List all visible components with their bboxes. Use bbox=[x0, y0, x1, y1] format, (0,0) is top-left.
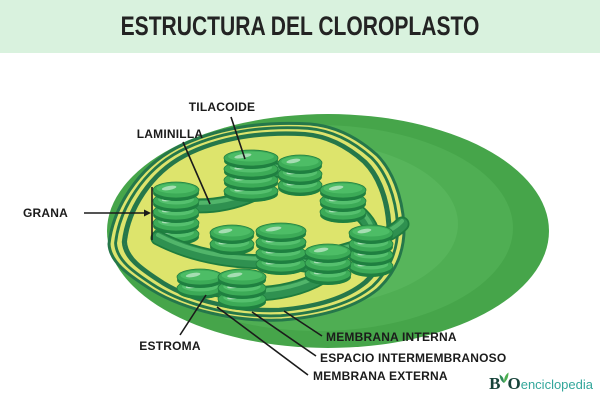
grana-stacks bbox=[152, 149, 367, 245]
diagram-labels: TILACOIDE LAMINILLA GRANA ESTROMA MEMBRA… bbox=[23, 100, 506, 383]
pointer-laminilla bbox=[182, 141, 211, 205]
label-membrana-interna: MEMBRANA INTERNA bbox=[326, 330, 457, 344]
pointer-espacio bbox=[251, 311, 317, 357]
pointer-lines bbox=[84, 116, 323, 376]
granum-stack bbox=[152, 181, 200, 245]
granum-stack bbox=[255, 222, 307, 275]
logo-letter-b: B bbox=[489, 374, 501, 393]
granum-stack bbox=[209, 224, 255, 255]
pointer-tilacoide bbox=[230, 116, 246, 160]
label-grana: GRANA bbox=[23, 206, 68, 220]
label-membrana-externa: MEMBRANA EXTERNA bbox=[313, 369, 448, 383]
logo-text: enciclopedia bbox=[520, 377, 593, 392]
granum-stack bbox=[304, 243, 352, 285]
granum-stack bbox=[319, 181, 367, 223]
label-tilacoide: TILACOIDE bbox=[189, 100, 255, 114]
granum-stack bbox=[348, 224, 394, 277]
granum-stack bbox=[223, 149, 279, 202]
logo-letter-o: O bbox=[507, 374, 521, 393]
page-title: ESTRUCTURA DEL CLOROPLASTO bbox=[120, 11, 480, 41]
title-banner: ESTRUCTURA DEL CLOROPLASTO bbox=[0, 0, 600, 53]
granum-stack bbox=[217, 268, 267, 310]
label-laminilla: LAMINILLA bbox=[137, 127, 204, 141]
bioenciclopedia-logo: B O enciclopedia bbox=[489, 372, 593, 393]
pointer-membrana-interna bbox=[283, 310, 323, 337]
grana-stacks bbox=[176, 222, 394, 310]
label-estroma: ESTROMA bbox=[139, 339, 201, 353]
granum-stack bbox=[176, 268, 224, 299]
granum-stack bbox=[277, 154, 323, 196]
label-espacio-intermembranoso: ESPACIO INTERMEMBRANOSO bbox=[320, 351, 506, 365]
pointer-membrana-externa bbox=[216, 306, 309, 376]
leaf-icon bbox=[499, 372, 509, 388]
pointer-estroma bbox=[179, 294, 207, 336]
grana-arrowhead bbox=[144, 209, 151, 217]
